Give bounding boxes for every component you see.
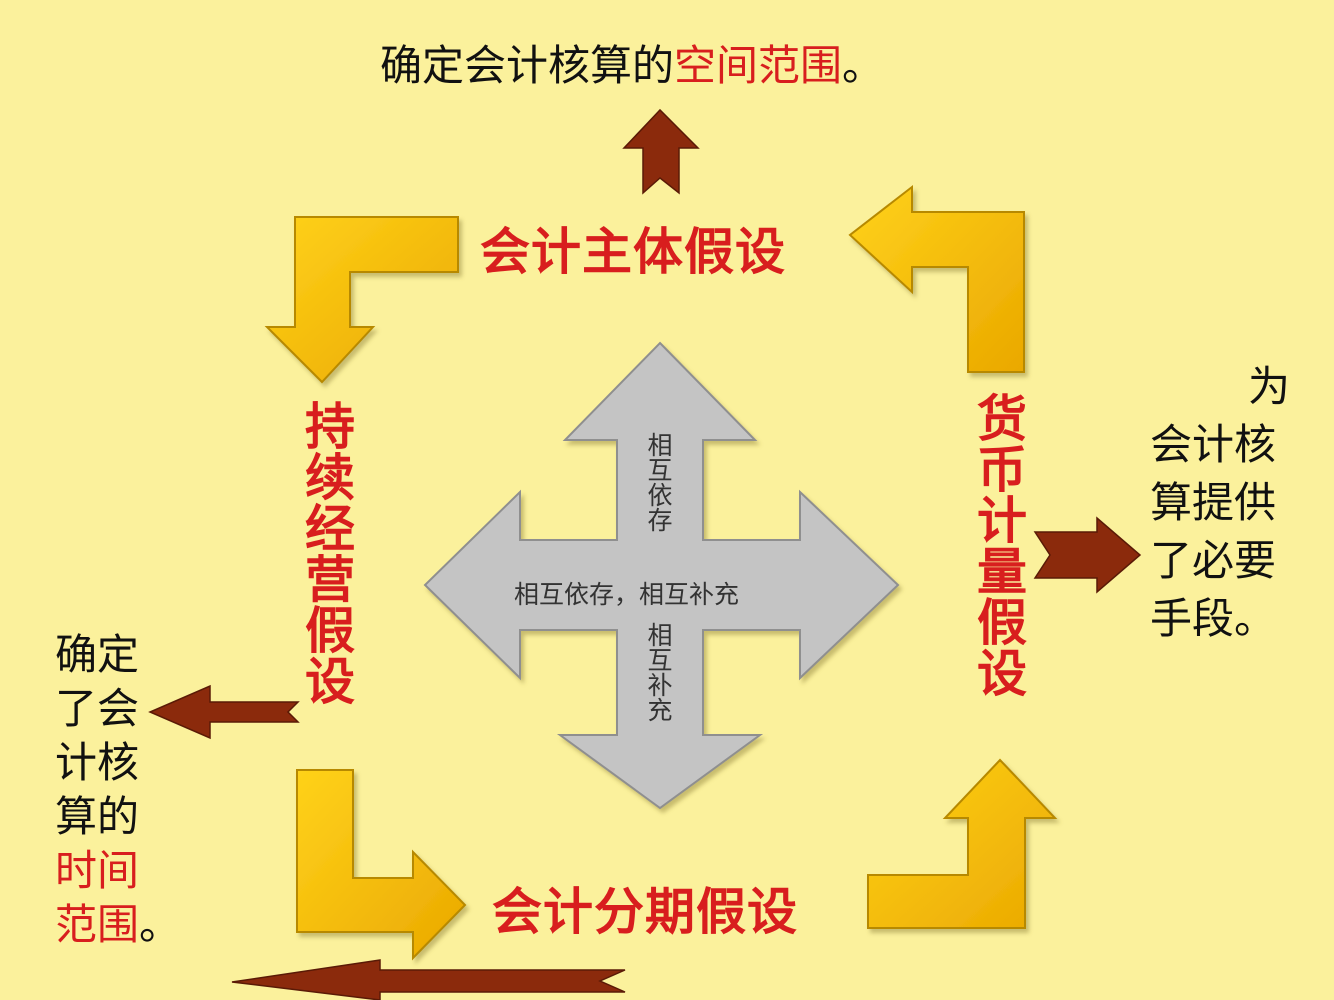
note-space-scope-suffix: 。 (842, 41, 885, 90)
note-space-scope-prefix: 确定会计核算的 (380, 41, 675, 90)
center-horizontal-text: 相互依存，相互补充 (514, 580, 740, 609)
note-money-means-line1: 为 (1248, 362, 1291, 411)
note-time-scope-period: 。 (139, 900, 182, 949)
gray-four-way-arrow (423, 341, 900, 810)
note-space-scope-highlight: 空间范围 (674, 41, 843, 90)
brown-arrow-up-icon (622, 108, 700, 195)
center-vertical-bottom-text: 相互补充 (644, 622, 673, 722)
node-entity-assumption: 会计主体假设 (480, 222, 786, 281)
note-money-means-line5: 手段。 (1150, 594, 1277, 643)
note-time-scope-line1: 确定 (55, 630, 140, 679)
brown-arrow-left-icon (148, 684, 300, 740)
note-time-scope-line2: 了会 (55, 684, 140, 733)
yellow-arrow-top-left-icon (264, 216, 459, 384)
note-money-means: 为 会计核 算提供 了必要 手段。 (1150, 358, 1320, 648)
node-period-assumption: 会计分期假设 (492, 882, 798, 941)
note-space-scope: 确定会计核算的空间范围。 (380, 40, 884, 91)
note-time-scope: 确定 了会 计核 算的 时间 范围。 (55, 628, 181, 952)
center-vertical-top-text: 相互依存 (644, 432, 673, 532)
note-money-means-line4: 了必要 (1150, 536, 1277, 585)
note-money-means-line3: 算提供 (1150, 478, 1277, 527)
note-money-means-line2: 会计核 (1150, 420, 1277, 469)
brown-arrow-bottom-icon (231, 959, 626, 1000)
note-time-scope-line4: 算的 (55, 792, 140, 841)
yellow-arrow-bottom-left-icon (296, 769, 467, 961)
note-time-scope-line5: 时间 (55, 846, 140, 895)
note-time-scope-line3: 计核 (55, 738, 140, 787)
node-going-concern-assumption: 持续经营假设 (297, 400, 356, 706)
brown-arrow-right-icon (1033, 516, 1142, 594)
yellow-arrow-bottom-right-icon (867, 758, 1058, 929)
note-time-scope-line6-text: 范围 (55, 900, 140, 949)
yellow-arrow-top-right-icon (848, 184, 1025, 373)
node-monetary-assumption: 货币计量假设 (969, 392, 1028, 698)
note-time-scope-line6: 范围。 (55, 898, 181, 952)
